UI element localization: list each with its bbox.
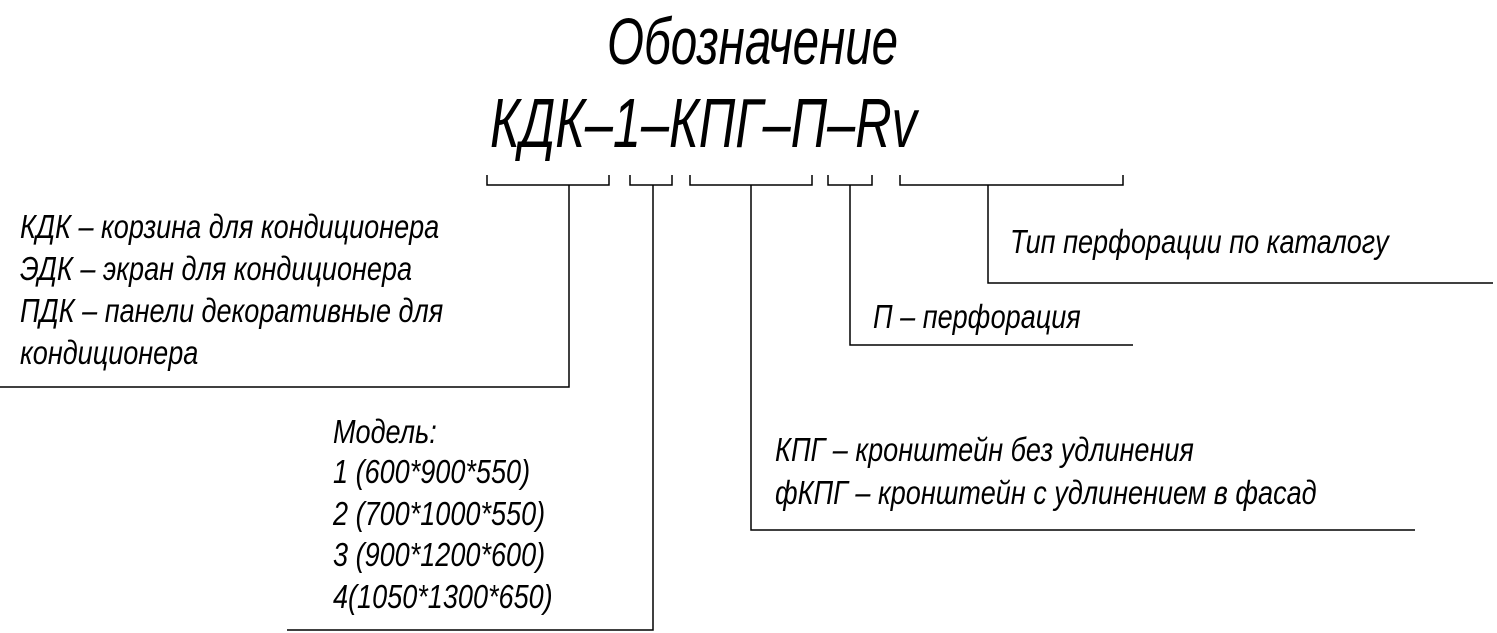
legend-line: КПГ – кронштейн без удлинения <box>775 431 1194 468</box>
model-option: 2 (700*1000*550) <box>333 495 546 532</box>
legend-line: ЭДК – экран для кондиционера <box>20 250 413 287</box>
bracket-model <box>629 175 673 186</box>
leader-product-type <box>0 185 570 388</box>
legend-line: кондиционера <box>20 334 199 371</box>
model-heading: Модель: <box>333 413 437 450</box>
model-option: 1 (600*900*550) <box>333 453 531 490</box>
model-option: 3 (900*1200*600) <box>333 536 546 573</box>
bracket-perforation-type <box>899 175 1124 186</box>
legend-line: фКПГ – кронштейн с удлинением в фасад <box>775 474 1317 511</box>
model-option: 4(1050*1300*650) <box>333 578 553 615</box>
perforation-type-legend: Тип перфорации по каталогу <box>1010 223 1389 260</box>
leader-mount <box>750 185 1415 531</box>
bracket-product-type <box>486 175 610 186</box>
perforation-legend: П – перфорация <box>873 298 1081 335</box>
legend-line: КДК – корзина для кондиционера <box>20 208 440 245</box>
bracket-perforation <box>827 175 873 186</box>
legend-line: ПДК – панели декоративные для <box>20 292 444 329</box>
bracket-mount <box>689 175 813 186</box>
leader-model <box>287 185 654 631</box>
designation-code: КДК–1–КПГ–П–Rv <box>490 84 917 162</box>
page-title: Обозначение <box>607 4 899 78</box>
leader-perforation-type <box>987 185 1493 284</box>
leader-perforation <box>849 185 1133 346</box>
